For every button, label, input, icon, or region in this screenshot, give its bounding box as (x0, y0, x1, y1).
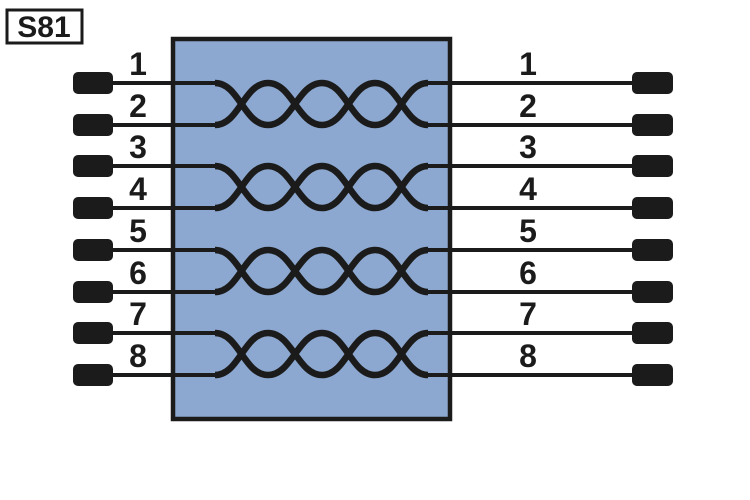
left-connector-4 (73, 197, 113, 219)
twisted-pair-2-wire-a (214, 162, 429, 212)
twisted-pair-4-wire-a (214, 329, 429, 379)
pin-number-left-4: 4 (129, 171, 147, 207)
pin-number-left-3: 3 (129, 129, 147, 165)
twisted-pair-3-wire-b (214, 246, 429, 296)
diagram-label: S81 (17, 11, 70, 44)
right-connector-4 (632, 197, 673, 219)
right-connector-6 (632, 281, 673, 303)
left-connector-8 (73, 364, 113, 386)
left-connector-1 (73, 72, 113, 94)
left-connector-2 (73, 114, 113, 136)
pin-number-left-7: 7 (129, 296, 147, 332)
pin-number-left-5: 5 (129, 213, 147, 249)
pin-number-left-1: 1 (129, 46, 147, 82)
twisted-pair-1-wire-a (214, 79, 429, 129)
pin-number-left-8: 8 (129, 338, 147, 374)
pin-number-left-2: 2 (129, 88, 147, 124)
pin-number-right-1: 1 (519, 46, 537, 82)
right-connector-2 (632, 114, 673, 136)
pin-number-left-6: 6 (129, 255, 147, 291)
twisted-pair-2-wire-b (214, 162, 429, 212)
twisted-pair-4-wire-b (214, 329, 429, 379)
pin-number-right-6: 6 (519, 255, 537, 291)
right-connector-7 (632, 322, 673, 344)
left-connector-6 (73, 281, 113, 303)
left-connector-7 (73, 322, 113, 344)
pin-number-right-3: 3 (519, 129, 537, 165)
pin-number-right-2: 2 (519, 88, 537, 124)
pin-number-right-4: 4 (519, 171, 537, 207)
pin-number-right-7: 7 (519, 296, 537, 332)
left-connector-3 (73, 155, 113, 177)
twisted-pair-1-wire-b (214, 79, 429, 129)
label-border (5, 8, 84, 45)
right-connector-1 (632, 72, 673, 94)
right-connector-3 (632, 155, 673, 177)
pin-number-right-5: 5 (519, 213, 537, 249)
pin-number-right-8: 8 (519, 338, 537, 374)
left-connector-5 (73, 239, 113, 261)
right-connector-5 (632, 239, 673, 261)
twisted-pair-3-wire-a (214, 246, 429, 296)
diagram-label-group: S81 (5, 8, 84, 45)
right-connector-8 (632, 364, 673, 386)
